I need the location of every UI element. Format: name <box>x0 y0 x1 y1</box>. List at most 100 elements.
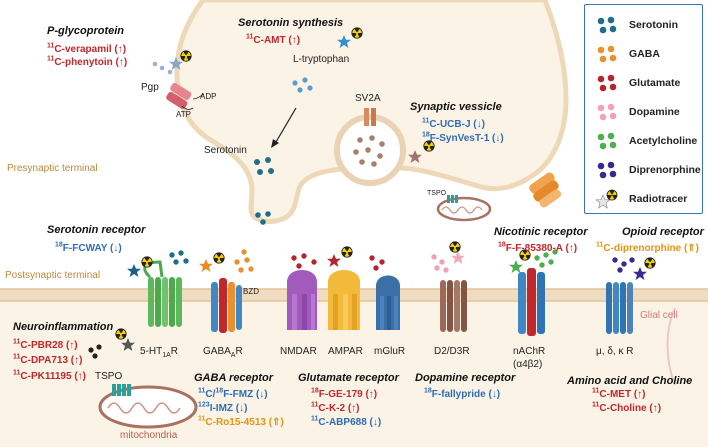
bzd-label: BZD <box>243 287 259 296</box>
legend-item-glutamate: Glutamate <box>585 72 702 94</box>
gaba-receptor-title: GABA receptor <box>194 372 274 384</box>
verapamil-tracer: 11C-verapamil (↑) <box>47 42 127 55</box>
serotonin-receptor <box>143 260 182 327</box>
legend-item-gaba: GABA <box>585 43 702 65</box>
mglur-label: mGluR <box>374 346 406 357</box>
serotonin-dots-icon <box>597 16 617 34</box>
legend-label: Radiotracer <box>629 193 688 205</box>
tspo-mitochondria-top <box>436 195 492 222</box>
fmz-star-icon <box>199 259 213 272</box>
nmda-receptor <box>287 270 317 330</box>
mitochondria <box>98 384 198 429</box>
radiotracer-icon <box>351 27 363 39</box>
legend-item-radiotracer: Radiotracer <box>585 188 702 210</box>
ampar-label: AMPAR <box>328 346 363 357</box>
alpha4beta2-label: (α4β2) <box>513 359 543 370</box>
sv2a-label: SV2A <box>355 93 381 104</box>
d2d3-receptor-label: D2/D3R <box>434 346 470 357</box>
synvest-tracer: 18F-SynVesT-1 (↓) <box>422 131 504 144</box>
glutamate-dots-icon <box>597 74 617 92</box>
diprenorphine-star-icon <box>633 267 647 280</box>
serotonin-label: Serotonin <box>204 145 247 156</box>
gabaa-receptor-label: GABAAR <box>203 346 243 359</box>
radiotracer-icon <box>644 257 656 269</box>
legend-label: Glutamate <box>629 77 681 89</box>
glial-cell-label: Glial cell <box>640 310 678 321</box>
fcway-star-icon <box>127 264 141 277</box>
opioid-receptor-label: μ, δ, κ R <box>596 346 634 357</box>
radiotracer-icon <box>180 50 192 62</box>
opioid-receptor <box>606 282 633 334</box>
gaba-dots-icon <box>597 45 617 63</box>
ampa-receptor <box>328 270 360 330</box>
glutamate-star-icon <box>327 254 341 267</box>
radiotracer-icon <box>213 252 225 264</box>
radiotracer-icon <box>141 256 153 268</box>
pgp-transporter <box>166 82 205 110</box>
k2-tracer: 11C-K-2 (↑) <box>311 401 360 414</box>
fallypride-star-icon <box>451 251 465 264</box>
nmdar-label: NMDAR <box>280 346 317 357</box>
nicotinic-receptor-title: Nicotinic receptor <box>494 226 588 238</box>
met-tracer: 11C-MET (↑) <box>592 387 646 400</box>
nicotinic-receptor <box>518 268 545 336</box>
fallypride-tracer: 18F-fallypride (↓) <box>424 387 501 400</box>
l-tryptophan-label: L-tryptophan <box>293 54 350 65</box>
legend-item-serotonin: Serotonin <box>585 14 702 36</box>
abp688-tracer: 11C-ABP688 (↓) <box>311 415 382 428</box>
legend-item-dopamine: Dopamine <box>585 101 702 123</box>
serotonin-receptor-title: Serotonin receptor <box>47 224 146 236</box>
radiotracer-icon <box>341 246 353 258</box>
5ht1a-receptor-label: 5-HT1AR <box>140 346 179 359</box>
dopamine-receptor <box>440 280 467 332</box>
radiotracer-legend-icon <box>595 189 618 209</box>
diprenorphine-dots-icon <box>597 161 617 179</box>
fcway-tracer: 18F-FCWAY (↓) <box>55 241 122 254</box>
pk11195-tracer: 11C-PK11195 (↑) <box>13 369 86 382</box>
synaptic-vesicle-title: Synaptic vessicle <box>410 101 502 113</box>
imz-tracer: 123I-IMZ (↓) <box>198 401 248 414</box>
legend-label: Serotonin <box>629 19 678 31</box>
legend-item-diprenorphine: Diprenorphine <box>585 159 702 181</box>
gaba-receptor <box>211 278 242 333</box>
ro15-tracer: 11C-Ro15-4513 (⇑) <box>198 415 284 428</box>
adp-label: ADP <box>200 92 217 101</box>
legend-label: Diprenorphine <box>629 164 701 176</box>
opioid-receptor-title: Opioid receptor <box>622 226 704 238</box>
pgp-title: P-glycoprotein <box>47 25 125 37</box>
dopamine-receptor-title: Dopamine receptor <box>415 372 516 384</box>
fmz-tracer: 11C/18F-FMZ (↓) <box>198 387 268 400</box>
legend-label: Acetylcholine <box>629 135 698 147</box>
acetylcholine-dots-icon <box>597 132 617 150</box>
ge179-tracer: 18F-GE-179 (↑) <box>311 387 378 400</box>
nachr-label: nAChR <box>513 346 546 357</box>
tspo-label: TSPO <box>95 371 123 382</box>
tspo-top-label: TSPO <box>427 190 447 197</box>
dopamine-dots-icon <box>597 103 617 121</box>
diprenorphine-tracer: 11C-diprenorphine (⇑) <box>596 241 699 254</box>
gaba-transporter <box>529 172 562 208</box>
serotonin-synthesis-title: Serotonin synthesis <box>238 17 344 29</box>
presynaptic-label: Presynaptic terminal <box>7 163 98 174</box>
pgp-label: Pgp <box>141 82 159 93</box>
amt-tracer: 11C-AMT (↑) <box>246 33 301 46</box>
mitochondria-label: mitochondria <box>120 430 178 441</box>
choline-tracer: 11C-Choline (↑) <box>592 401 662 414</box>
glutamate-receptor-title: Glutamate receptor <box>298 372 399 384</box>
f85380-star-icon <box>509 260 523 273</box>
dpa713-tracer: 11C-DPA713 (↑) <box>13 353 83 366</box>
radiotracer-icon <box>115 328 127 340</box>
mglu-receptor <box>376 275 400 330</box>
legend-label: GABA <box>629 48 660 60</box>
legend-label: Dopamine <box>629 106 680 118</box>
synaptic-vesicle <box>334 108 406 186</box>
phenytoin-tracer: 11C-phenytoin (↑) <box>47 55 128 68</box>
amino-acid-title: Amino acid and Choline <box>567 375 693 387</box>
pbr28-tracer: 11C-PBR28 (↑) <box>13 338 78 351</box>
f85380-tracer: 18F-F-85380-A (↑) <box>498 241 578 254</box>
atp-label: ATP <box>176 110 191 119</box>
postsynaptic-label: Postsynaptic terminal <box>5 270 101 281</box>
ucbj-tracer: 11C-UCB-J (↓) <box>422 117 485 130</box>
